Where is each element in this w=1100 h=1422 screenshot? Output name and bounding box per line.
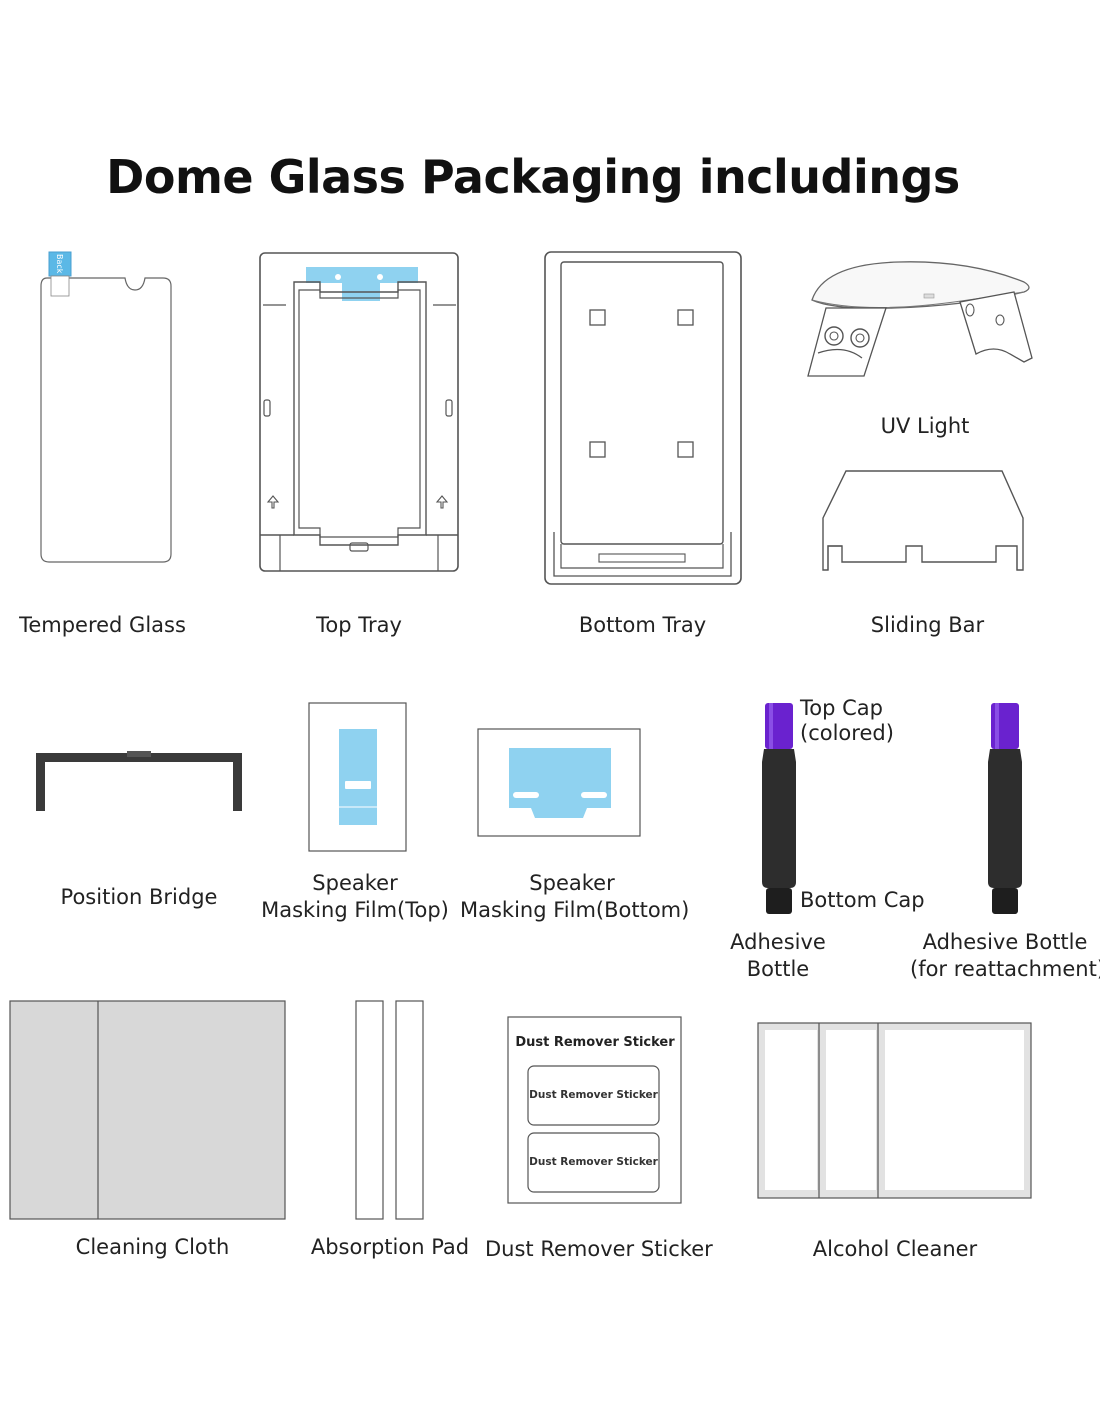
position-bridge-label: Position Bridge (60, 885, 218, 909)
alcohol-cleaner-label: Alcohol Cleaner (812, 1237, 978, 1261)
adhesive-bottle-reattach-illustration (988, 703, 1022, 914)
dust-remover-sheet-title: Dust Remover Sticker (515, 1035, 675, 1050)
dust-remover-sticker-label: Dust Remover Sticker (485, 1237, 713, 1261)
speaker-film-top-illustration (308, 702, 407, 852)
sliding-bar-illustration (822, 470, 1024, 571)
back-tab-label: Back 2 (55, 254, 64, 281)
top-tray-illustration (259, 252, 459, 572)
speaker-film-bottom-illustration (477, 728, 641, 837)
bottom-cap (766, 888, 792, 914)
top-tray-label: Top Tray (316, 613, 402, 637)
absorption-pad-label: Absorption Pad (310, 1235, 470, 1259)
cleaning-cloth-label: Cleaning Cloth (75, 1235, 230, 1259)
arrow-up-icon (435, 495, 449, 509)
speaker-film-bottom-label-line1: Speaker (529, 871, 615, 895)
adhesive-bottle-label: Adhesive Bottle (718, 929, 838, 983)
tempered-glass-illustration: Back 2 (40, 251, 172, 563)
uv-light-illustration (807, 261, 1033, 377)
sliding-bar-label: Sliding Bar (870, 613, 985, 637)
dust-remover-sticker-2: Dust Remover Sticker (529, 1156, 658, 1168)
adhesive-bottle-reattach-label-line1: Adhesive Bottle (922, 930, 1088, 954)
top-cap-callout: Top Cap (colored) (800, 696, 894, 746)
arrow-up-icon (266, 495, 280, 509)
cleaning-cloth-illustration (9, 1000, 286, 1220)
dust-remover-sheet (507, 1016, 682, 1204)
uv-light-label: UV Light (880, 414, 970, 438)
adhesive-bottle-label-line2: Bottle (746, 957, 810, 981)
speaker-film-top-label-line2: Masking Film(Top) (261, 898, 449, 922)
speaker-film-top-label: Speaker Masking Film(Top) (255, 870, 455, 924)
position-bridge-illustration (36, 751, 242, 811)
adhesive-bottle-label-line1: Adhesive (730, 930, 826, 954)
alcohol-cleaner-illustration (757, 1022, 1032, 1199)
adhesive-bottle-reattach-label-line2: (for reattachment) (910, 957, 1100, 981)
top-cap-callout-line2: (colored) (800, 721, 894, 745)
dust-remover-sticker-1: Dust Remover Sticker (529, 1089, 658, 1101)
bottom-tray-label: Bottom Tray (578, 613, 707, 637)
speaker-film-bottom-label-line2: Masking Film(Bottom) (460, 898, 690, 922)
top-cap-callout-line1: Top Cap (800, 696, 883, 720)
speaker-film-top-label-line1: Speaker (312, 871, 398, 895)
bottom-tray-illustration (544, 251, 742, 585)
tempered-glass-label: Tempered Glass (19, 613, 186, 637)
bottom-cap-callout: Bottom Cap (800, 888, 925, 912)
absorption-pad-illustration (355, 1000, 424, 1220)
adhesive-bottle-reattach-label: Adhesive Bottle (for reattachment) (910, 929, 1100, 983)
adhesive-bottle-illustration (762, 703, 796, 914)
speaker-film-bottom-label: Speaker Masking Film(Bottom) (460, 870, 690, 924)
page-title: Dome Glass Packaging includings (106, 150, 960, 204)
